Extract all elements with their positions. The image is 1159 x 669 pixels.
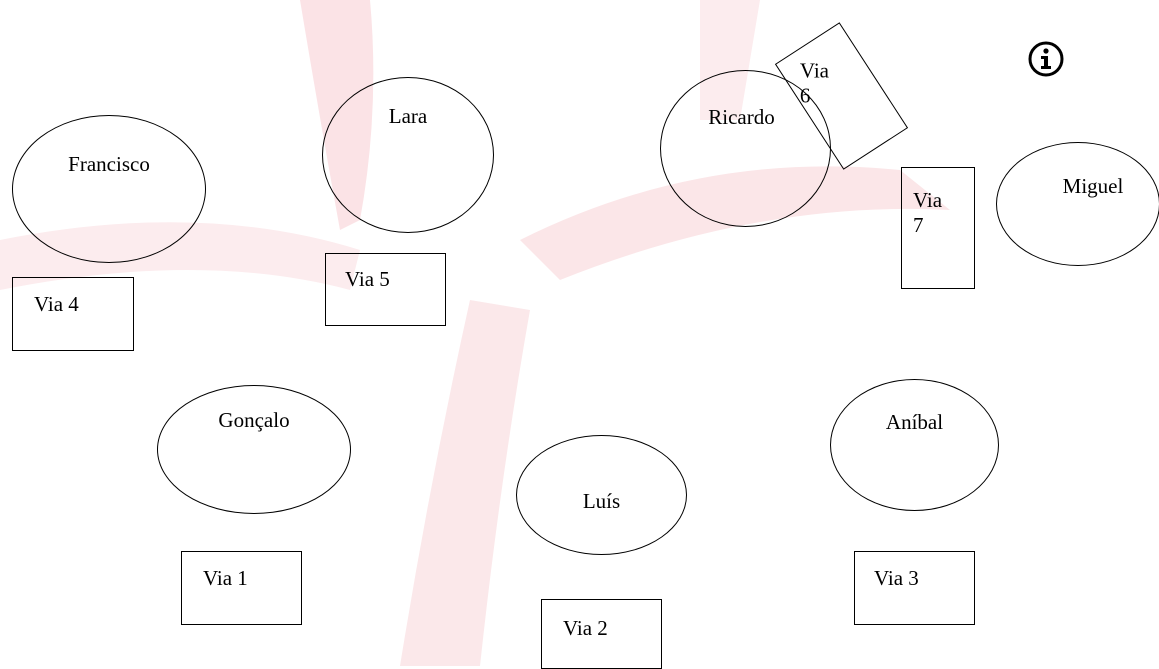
person-luis: Luís: [516, 435, 687, 555]
person-anibal: Aníbal: [830, 379, 999, 511]
person-ricardo-label: Ricardo: [708, 105, 775, 129]
person-miguel-label: Miguel: [1062, 174, 1124, 198]
via-3-box: Via 3: [854, 551, 975, 625]
via-2-label: Via 2: [563, 616, 608, 640]
via-3-label: Via 3: [874, 566, 919, 590]
via-7-label: Via 7: [913, 188, 943, 238]
person-miguel: Miguel: [996, 142, 1159, 266]
via-6-label: Via 6: [799, 58, 829, 108]
via-7-box: Via 7: [901, 167, 975, 289]
info-icon[interactable]: [1027, 40, 1065, 78]
person-anibal-label: Aníbal: [885, 410, 944, 434]
via-2-box: Via 2: [541, 599, 662, 669]
via-1-label: Via 1: [203, 566, 248, 590]
person-lara-label: Lara: [388, 104, 428, 128]
person-ricardo: Ricardo: [660, 70, 831, 227]
person-goncalo: Gonçalo: [157, 385, 351, 514]
via-4-box: Via 4: [12, 277, 134, 351]
person-francisco: Francisco: [12, 115, 206, 263]
person-luis-label: Luís: [582, 489, 621, 513]
via-5-label: Via 5: [345, 267, 390, 291]
via-4-label: Via 4: [34, 292, 79, 316]
person-goncalo-label: Gonçalo: [218, 408, 290, 432]
via-5-box: Via 5: [325, 253, 446, 326]
via-1-box: Via 1: [181, 551, 302, 625]
person-lara: Lara: [322, 77, 494, 233]
person-francisco-label: Francisco: [68, 152, 150, 176]
